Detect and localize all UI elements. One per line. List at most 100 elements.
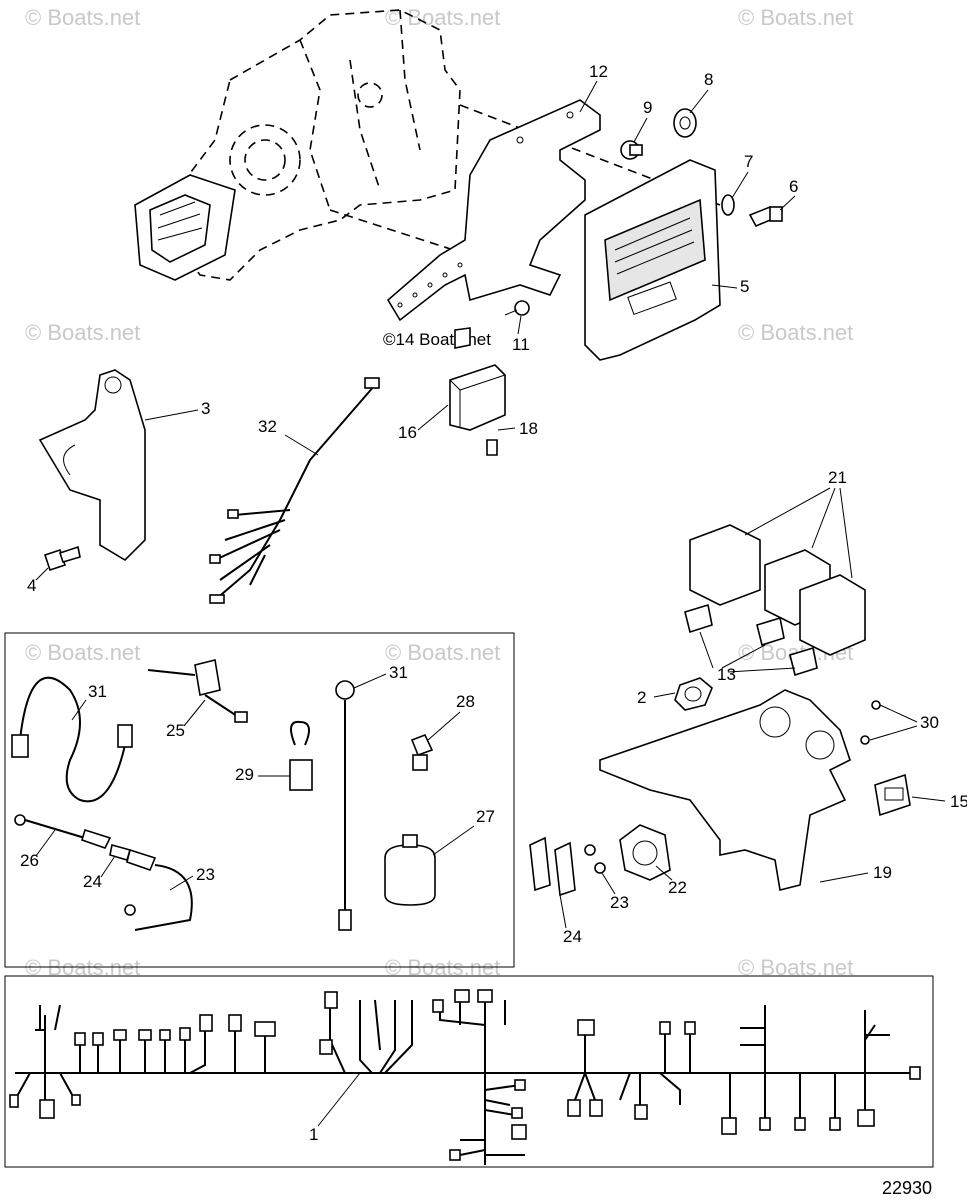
leader-6 — [779, 195, 796, 211]
part-5-ecm — [584, 159, 721, 361]
callout-32: 32 — [258, 417, 277, 436]
callout-1: 1 — [309, 1125, 318, 1144]
callout-30: 31 — [389, 663, 408, 682]
leader-19 — [655, 865, 673, 881]
callout-15: 16 — [398, 423, 417, 442]
callout-5: 5 — [740, 277, 749, 296]
leader-5 — [711, 284, 738, 289]
leader-11 — [517, 315, 522, 335]
main-harness-box — [4, 975, 934, 1168]
callout-23: 25 — [166, 721, 185, 740]
watermark-text: © Boats.net — [738, 320, 853, 345]
leader-29 — [427, 711, 461, 741]
leader-4 — [35, 567, 49, 581]
leader-22-a — [879, 704, 918, 723]
part-11-screw — [504, 300, 530, 316]
leader-30 — [353, 673, 387, 689]
leader-16-a — [744, 487, 831, 536]
leader-9 — [633, 117, 648, 143]
callout-8: 8 — [704, 70, 713, 89]
part-31-cable — [11, 676, 133, 803]
part-21-boots — [529, 836, 576, 897]
callout-24: 23 — [196, 865, 215, 884]
callout-25: 24 — [83, 872, 102, 891]
leader-13-b — [721, 644, 766, 669]
part-12-connector — [874, 773, 911, 817]
leader-24 — [169, 875, 194, 891]
part-19-solenoid — [619, 824, 671, 881]
part-1-main-harness — [9, 989, 921, 1165]
callout-31: 31 — [88, 682, 107, 701]
leader-22-b — [869, 725, 918, 741]
callout-12: 15 — [950, 792, 967, 811]
leader-7 — [731, 171, 749, 199]
part-16-relays — [689, 524, 866, 656]
part-8-grommet — [673, 108, 697, 138]
leader-17 — [497, 427, 516, 431]
watermark-text: © Boats.net — [385, 5, 500, 30]
leader-28 — [432, 825, 475, 856]
callout-16: 21 — [828, 468, 847, 487]
part-24-25-26-lead — [14, 814, 193, 931]
part-20-nuts — [584, 844, 606, 874]
callout-20: 23 — [610, 893, 629, 912]
callout-11: 11 — [512, 335, 530, 354]
callout-26: 26 — [20, 851, 39, 870]
part-2-nut — [674, 677, 713, 711]
part-27-switch — [289, 720, 313, 791]
leader-20 — [601, 872, 616, 895]
leader-12 — [911, 796, 946, 802]
callout-29: 28 — [456, 692, 475, 711]
leader-32 — [284, 434, 319, 456]
callout-28: 27 — [476, 807, 495, 826]
leader-8 — [689, 89, 709, 114]
leader-23 — [183, 699, 206, 727]
watermark-text: © Boats.net — [25, 5, 140, 30]
part-29-pressure-switch — [410, 733, 434, 771]
leader-13-a — [699, 631, 714, 669]
watermark-text: © Boats.net — [385, 640, 500, 665]
engine-phantom — [134, 9, 721, 281]
watermark-text: © Boats.net — [25, 320, 140, 345]
leader-3 — [144, 409, 199, 421]
callout-18: 19 — [873, 863, 892, 882]
part-30-sensor — [335, 680, 355, 931]
leader-2 — [653, 692, 676, 698]
part-15-fuse-holder — [449, 364, 506, 431]
leader-25 — [100, 855, 116, 878]
callout-9: 9 — [643, 98, 652, 117]
callout-3: 3 — [201, 399, 210, 418]
part-13-clips — [684, 603, 818, 677]
part-28-sender — [384, 834, 436, 906]
callout-13: 13 — [717, 665, 736, 684]
watermark-text: © Boats.net — [738, 5, 853, 30]
callout-14-overlap: ©14 Boats.net — [383, 330, 491, 349]
part-3-bracket — [38, 369, 146, 562]
callout-27: 29 — [235, 765, 254, 784]
callout-17: 18 — [519, 419, 538, 438]
part-6-bolt — [748, 205, 783, 228]
leader-16-c — [839, 487, 853, 579]
kit-parts-box — [4, 632, 515, 968]
watermark-text: © Boats.net — [25, 640, 140, 665]
callout-10: 12 — [589, 62, 608, 81]
leader-31 — [71, 699, 87, 721]
leader-16-b — [811, 487, 836, 549]
leader-13-c — [727, 667, 796, 673]
part-18-bracket — [599, 689, 851, 891]
callout-2: 2 — [637, 688, 646, 707]
callout-22: 30 — [920, 713, 939, 732]
callout-21: 24 — [563, 927, 582, 946]
leader-10 — [579, 80, 598, 113]
callout-19: 22 — [668, 878, 687, 897]
callout-6: 6 — [789, 177, 798, 196]
part-23-sensor — [147, 659, 248, 723]
part-14-clip — [454, 327, 471, 349]
part-17-fuse — [486, 439, 498, 456]
leader-18 — [819, 872, 869, 883]
leader-1 — [317, 1072, 361, 1127]
part-9-spacer — [620, 140, 643, 160]
callout-4: 4 — [27, 576, 36, 595]
callout-7: 7 — [744, 152, 753, 171]
